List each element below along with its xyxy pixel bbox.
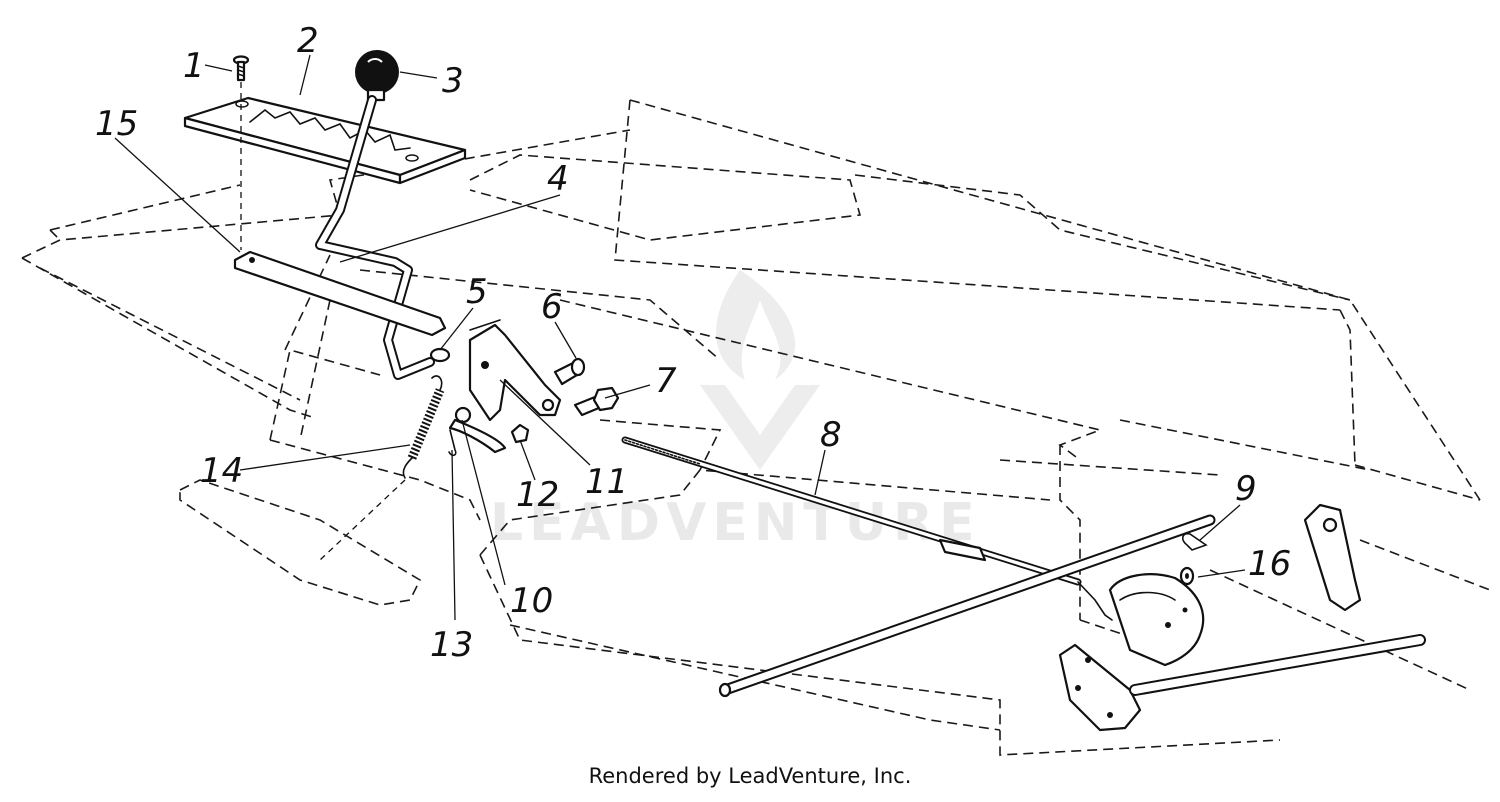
callout-1: 1 [183, 46, 205, 86]
callout-6: 6 [541, 287, 563, 327]
callout-11: 11 [585, 462, 628, 502]
watermark-logo-icon [700, 270, 820, 470]
callout-labels: 1 2 3 4 5 6 7 8 9 10 11 12 13 14 15 16 [95, 21, 1291, 665]
hex-bolt [573, 386, 620, 417]
callout-5: 5 [466, 272, 488, 312]
callout-3: 3 [442, 61, 464, 101]
tractor-frame-outline [21, 99, 1491, 756]
lock-nut [510, 423, 530, 444]
quadrant-plate [1058, 573, 1205, 732]
leader-lines [114, 54, 1246, 621]
callout-13: 13 [430, 625, 473, 665]
cotter-pin [448, 429, 457, 457]
mounting-bracket [233, 250, 447, 337]
pedal-shaft [1129, 503, 1426, 696]
callout-10: 10 [510, 581, 553, 621]
spring [319, 375, 445, 561]
shift-knob [355, 50, 399, 102]
callout-16: 16 [1248, 544, 1291, 584]
callout-9: 9 [1235, 469, 1257, 509]
callout-14: 14 [200, 451, 243, 491]
shift-plate [183, 96, 467, 185]
hairpin-clip [1181, 532, 1208, 551]
callout-4: 4 [547, 159, 569, 199]
cross-shaft [718, 514, 1216, 698]
callout-8: 8 [820, 415, 842, 455]
screw [232, 55, 250, 250]
callout-15: 15 [95, 104, 138, 144]
callout-12: 12 [516, 475, 559, 515]
watermark-text: LEADVENTURE [490, 493, 981, 553]
shift-rod [621, 436, 1113, 621]
shift-lever [315, 95, 435, 380]
callout-2: 2 [297, 21, 319, 61]
rendered-by-credit: Rendered by LeadVenture, Inc. [588, 764, 912, 788]
shoulder-bolt [553, 357, 586, 386]
callout-7: 7 [655, 361, 677, 401]
washer [1179, 566, 1195, 586]
